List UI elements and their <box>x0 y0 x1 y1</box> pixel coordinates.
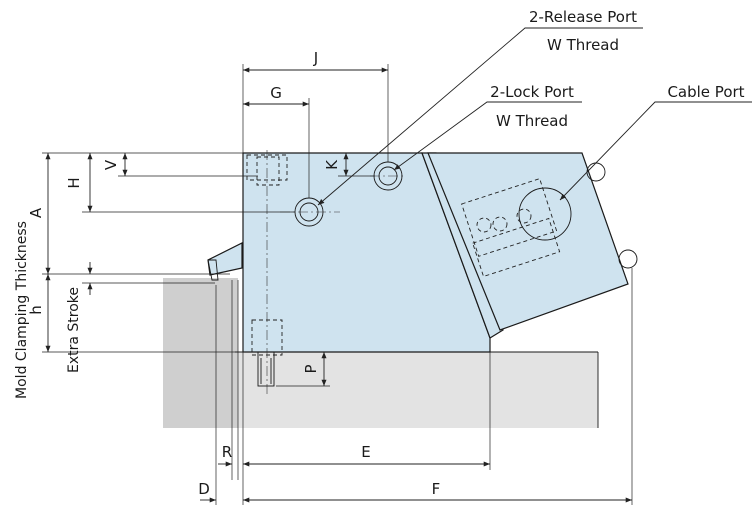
label-release-port: 2-Release Port <box>529 8 637 26</box>
label-lock-thread: W Thread <box>496 112 568 130</box>
dim-label-h: H <box>65 177 83 188</box>
mount-screw <box>257 351 275 387</box>
label-release-thread: W Thread <box>547 36 619 54</box>
dim-label-k: K <box>323 159 341 170</box>
label-lock-port: 2-Lock Port <box>490 83 574 101</box>
knob-top <box>586 162 606 182</box>
dim-label-j: J <box>313 49 318 67</box>
label-cable-port: Cable Port <box>667 83 744 101</box>
top-bolt-head <box>256 156 280 186</box>
dim-label-p: P <box>302 364 320 373</box>
housing-hole-3 <box>516 208 532 224</box>
housing-internal <box>461 178 558 257</box>
dim-label-r: R <box>222 443 232 461</box>
housing-hole-1 <box>476 217 492 233</box>
label-extra-stroke: Extra Stroke <box>66 287 82 373</box>
housing-internal-2 <box>472 217 561 278</box>
clamp-arm <box>207 242 243 276</box>
leader-lock <box>393 101 582 171</box>
dim-label-a: A <box>27 207 45 218</box>
label-mold-clamping-thickness: Mold Clamping Thickness <box>14 221 30 399</box>
leader-cable <box>559 101 752 201</box>
cable-housing <box>427 152 629 331</box>
cable-port-circle <box>518 187 572 241</box>
clamp-arm-tip <box>207 259 219 281</box>
top-bolt-hidden <box>246 154 288 181</box>
leader-release <box>317 27 643 206</box>
dim-label-g: G <box>270 84 282 102</box>
knob-bottom <box>618 249 638 269</box>
clamp-body <box>242 152 491 353</box>
dim-label-e: E <box>361 443 370 461</box>
dim-label-d: D <box>198 480 210 498</box>
dim-label-v: V <box>102 159 120 170</box>
housing-hole-2 <box>492 216 508 232</box>
dim-label-h-small: h <box>27 305 45 315</box>
mold-block <box>163 278 238 428</box>
dim-label-f: F <box>432 480 441 498</box>
